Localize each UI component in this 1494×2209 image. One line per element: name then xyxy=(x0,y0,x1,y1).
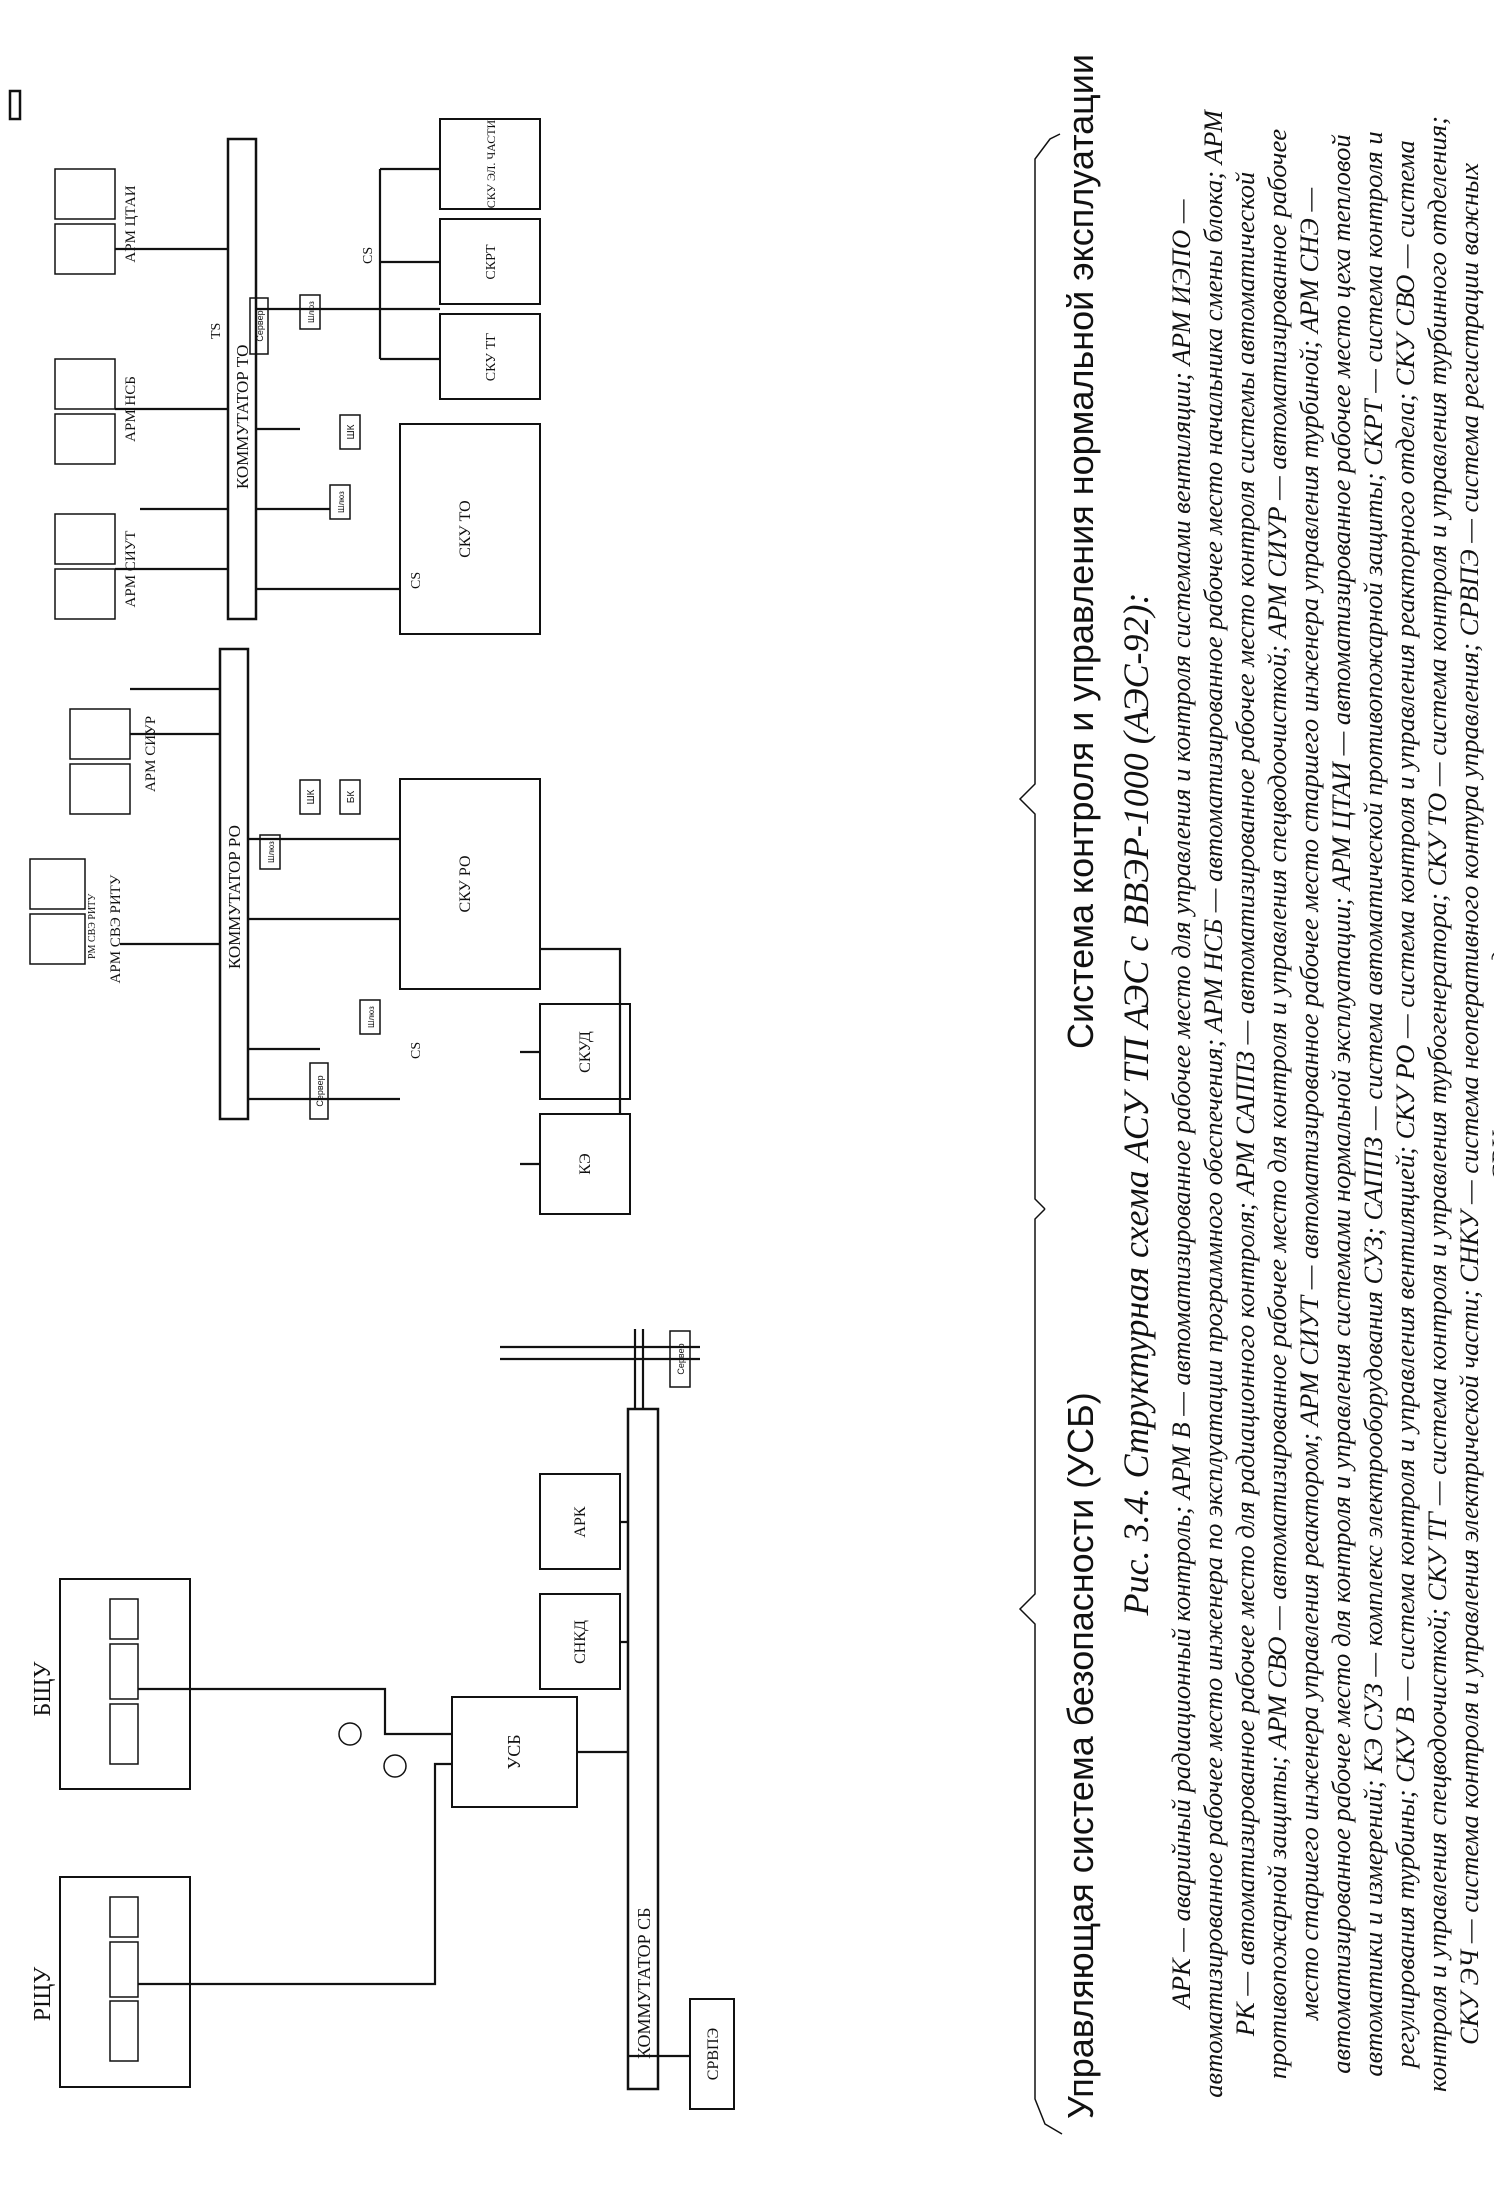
figure-legend: АРК — аварийный радиационный контроль; А… xyxy=(1166,110,1494,2098)
server-2 xyxy=(309,1062,329,1120)
shk-box-2-label: ШК xyxy=(346,424,357,439)
shluz-2-label: Шлюз xyxy=(267,841,276,863)
ke-box-label: КЭ xyxy=(577,1153,594,1174)
cs-label-2: CS xyxy=(409,572,424,589)
shluz-1-label: Шлюз xyxy=(367,1006,376,1028)
arm-ctai: АРМ ЦТАИ xyxy=(54,168,139,275)
figure-title: Рис. 3.4. Структурная схема АСУ ТП АЭС с… xyxy=(1116,592,1156,1616)
shluz-2 xyxy=(259,834,281,870)
shluz-4 xyxy=(299,294,321,330)
skud-box-label: СКУД xyxy=(577,1031,594,1073)
server-3-label: Сервер xyxy=(255,310,265,341)
ke-box-group: КЭ xyxy=(539,1113,631,1215)
skrt-box-label: СКРТ xyxy=(484,244,499,280)
server-1 xyxy=(669,1330,691,1388)
switch-to-bus xyxy=(226,137,258,621)
ts-label: TS xyxy=(209,323,224,339)
bk-box-1-label: БК xyxy=(346,791,357,804)
arm-sve-ritu: РМ СВЭ РИТУ АРМ СВЭ РИТУ xyxy=(29,858,124,983)
shk-box-1-label: ШК xyxy=(306,789,317,804)
srvpe-box-label: СРВПЭ xyxy=(705,2028,722,2080)
ark-box-label: АРК xyxy=(572,1506,589,1537)
cs-label-3: CS xyxy=(361,247,376,264)
bshchu-label: БЩУ xyxy=(30,1662,56,1717)
sku-tg-box-label: СКУ ТГ xyxy=(484,333,499,381)
usb-section-title: Управляющая система безопасности (УСБ) xyxy=(1060,1392,1101,2119)
switch-to-label: КОММУТАТОР ТО xyxy=(233,345,252,489)
cs-label-1: CS xyxy=(409,1042,424,1059)
shk-box-1 xyxy=(299,779,321,815)
sku-ro-box xyxy=(399,778,541,990)
snkd-box-label: СНКД xyxy=(572,1620,589,1664)
normal-section-bracket xyxy=(1018,133,1061,1210)
server-2-label: Сервер xyxy=(315,1075,325,1106)
sku-to-box xyxy=(399,423,541,635)
arm-sve-ritu-label: АРМ СВЭ РИТУ xyxy=(108,874,124,983)
shluz-3-label: Шлюз xyxy=(337,491,346,513)
usb-box-label: УСБ xyxy=(504,1734,524,1769)
shk-box-2 xyxy=(339,414,361,450)
shluz-3 xyxy=(329,484,351,520)
switch-ro-label: КОММУТАТОР РО xyxy=(225,825,244,969)
sku-ro-box-label: СКУ РО xyxy=(457,856,474,913)
sku-to-box-label: СКУ ТО xyxy=(457,500,474,557)
sku-el-box-label: СКУ ЭЛ. ЧАСТИ xyxy=(484,119,498,208)
switch-sb-label: КОММУТАТОР СБ xyxy=(634,1908,654,2059)
switch-ro-bus xyxy=(218,647,250,1121)
arm-sve-ritu-small-label: РМ СВЭ РИТУ xyxy=(87,893,98,959)
sku-tg-box xyxy=(439,313,541,400)
rshchu-panel: РЩУ xyxy=(30,1876,191,2088)
server-1-label: Сервер xyxy=(676,1343,686,1374)
sku-el-box xyxy=(439,118,541,210)
srvpe-box xyxy=(689,1998,735,2110)
normal-section-title: Система контроля и управления нормальной… xyxy=(1060,53,1101,1049)
bshchu-panel: БЩУ xyxy=(30,1578,191,1790)
shluz-1 xyxy=(359,999,381,1035)
server-3 xyxy=(249,297,269,355)
usb-section-bracket xyxy=(1018,1208,1063,2135)
arm-ctai-label: АРМ ЦТАИ xyxy=(123,185,139,262)
rshchu-label: РЩУ xyxy=(30,1967,56,2022)
shluz-4-label: Шлюз xyxy=(307,301,316,323)
main-trunk xyxy=(500,1345,700,1361)
bk-box-1 xyxy=(339,779,361,815)
